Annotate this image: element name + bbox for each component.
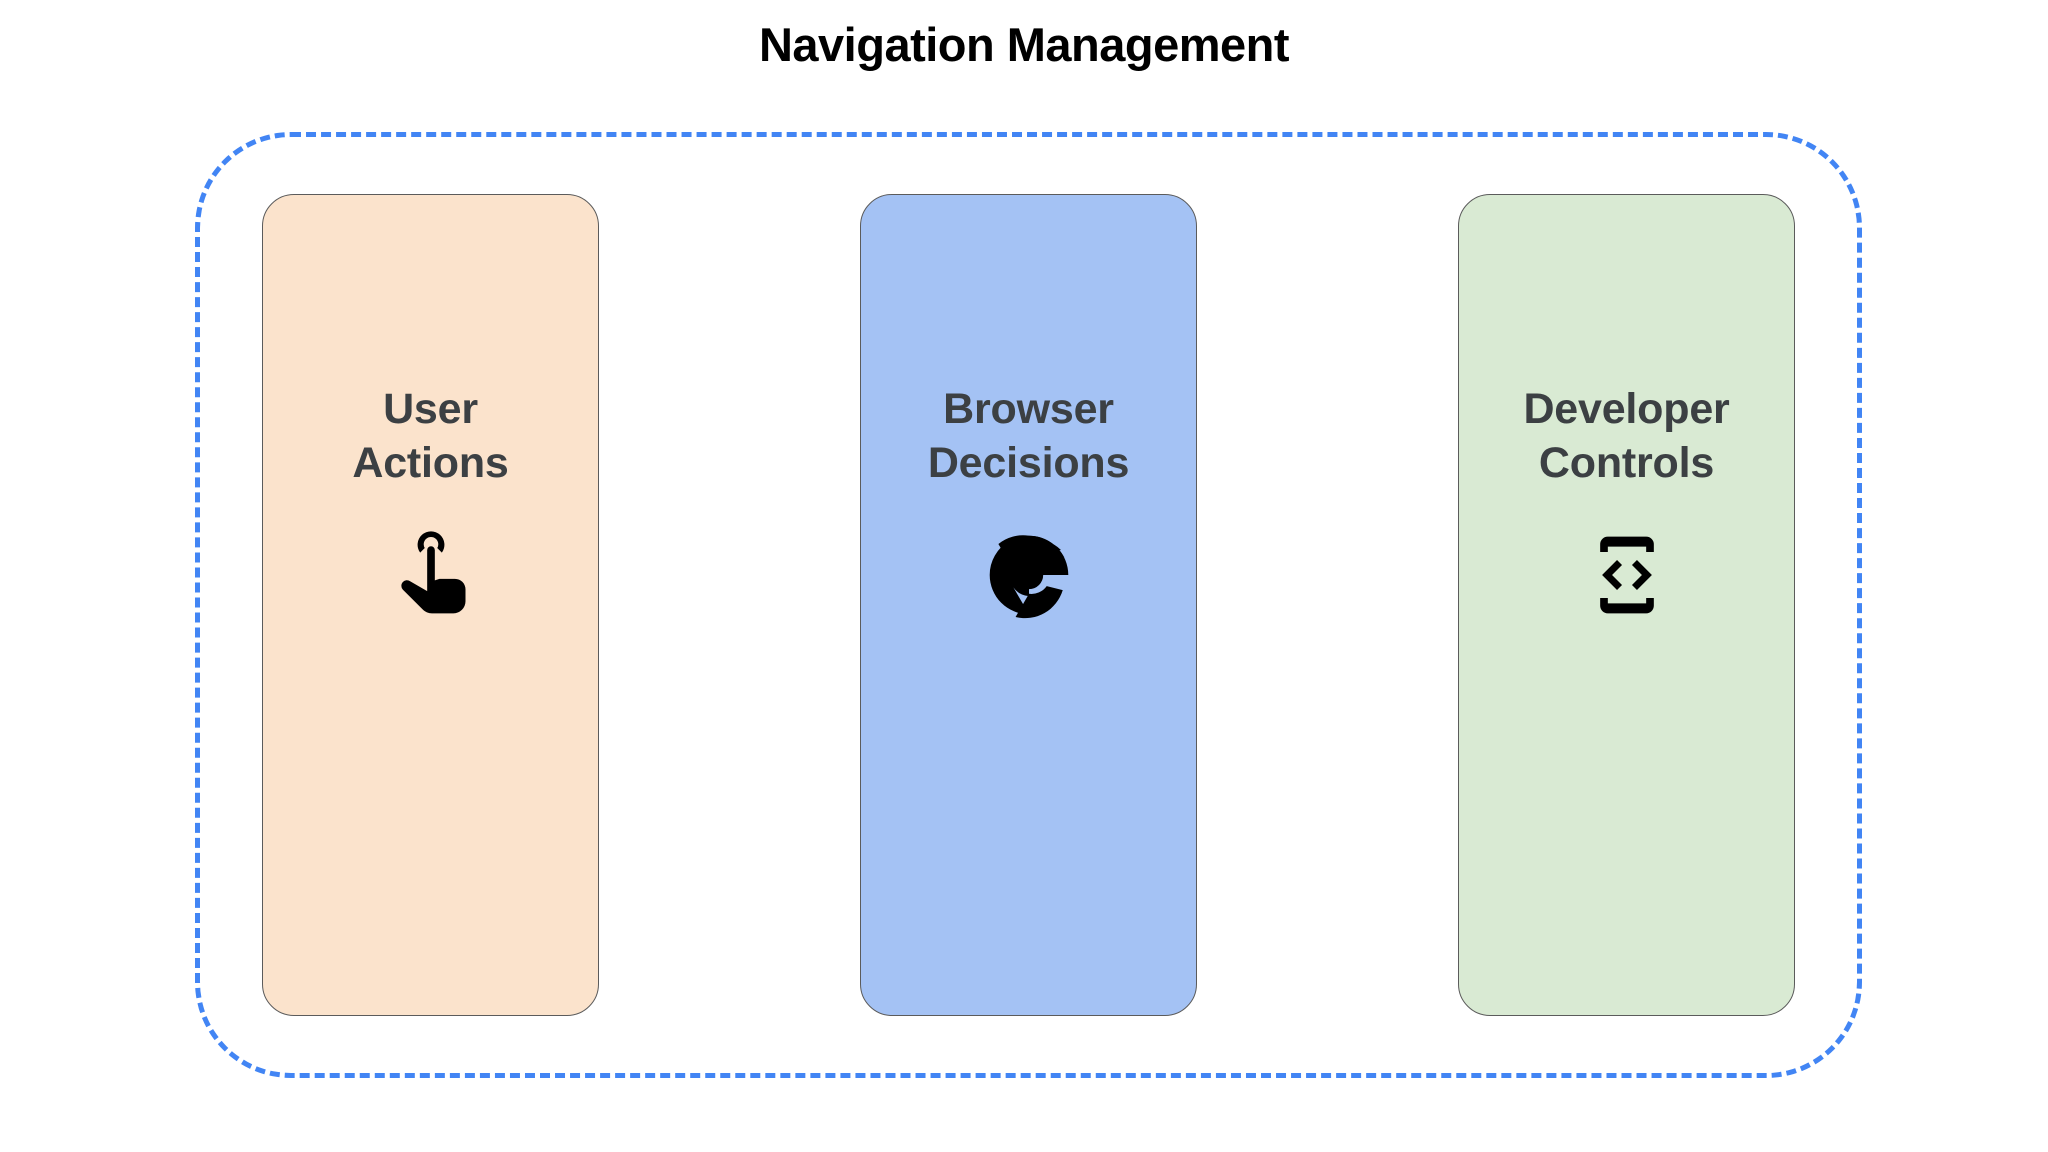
card-browser-decisions[interactable]: Browser Decisions (860, 194, 1197, 1016)
chrome-browser-icon (983, 529, 1075, 621)
card-label-user-actions: User Actions (352, 385, 509, 487)
touch-app-icon (385, 529, 477, 621)
card-content: Browser Decisions (861, 383, 1196, 621)
page-title: Navigation Management (758, 18, 1290, 71)
developer-mode-icon (1581, 529, 1673, 621)
card-label-browser-decisions: Browser Decisions (927, 385, 1130, 487)
card-developer-controls[interactable]: Developer Controls (1458, 194, 1795, 1016)
card-user-actions[interactable]: User Actions (262, 194, 599, 1016)
card-content: Developer Controls (1459, 383, 1794, 621)
card-row: User Actions Browser Decisions (195, 132, 1862, 1078)
navigation-management-group-outline (195, 132, 1862, 1078)
card-label-developer-controls: Developer Controls (1523, 385, 1730, 487)
card-content: User Actions (263, 383, 598, 621)
